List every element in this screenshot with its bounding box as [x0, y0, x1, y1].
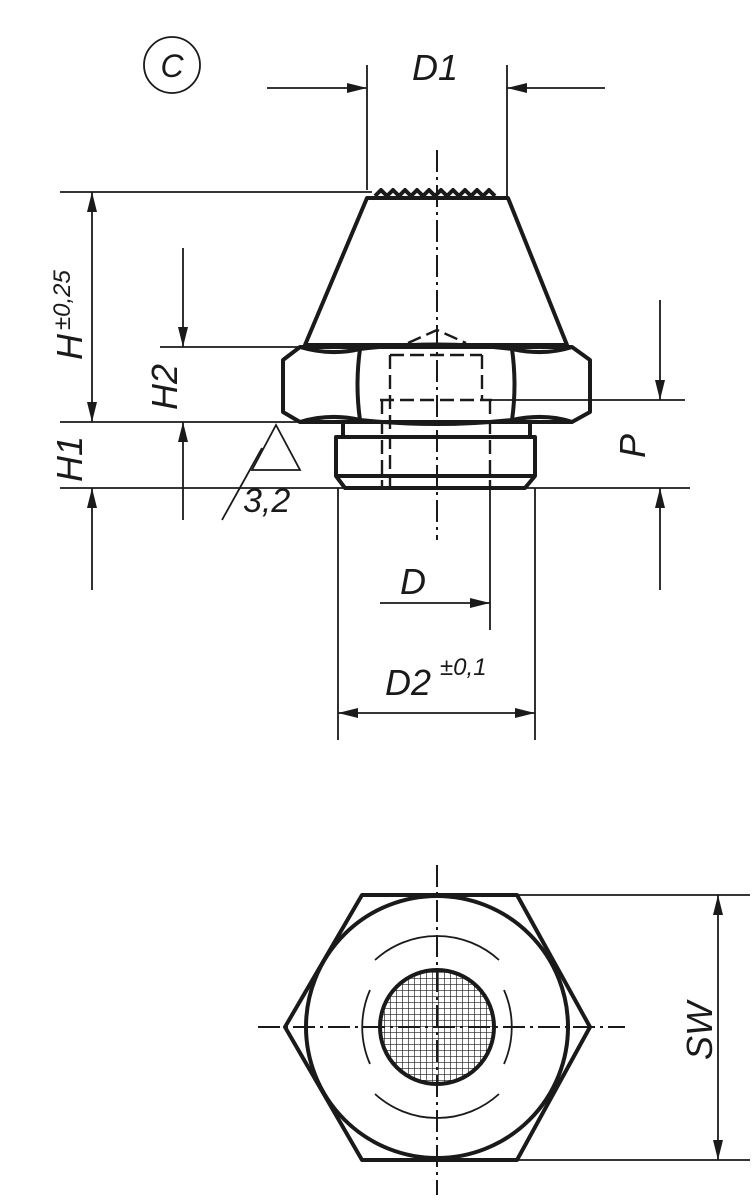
dimension-d1: D1	[267, 47, 605, 198]
dimension-p: P	[612, 300, 665, 590]
variant-badge: C	[143, 36, 201, 94]
dimension-h: H ±0,25	[49, 192, 97, 422]
dimension-d: D	[380, 488, 491, 630]
d-label: D	[400, 561, 426, 602]
d2-label: D2	[385, 662, 431, 703]
roughness-value: 3,2	[243, 482, 290, 520]
dimension-h1: H1	[49, 436, 97, 590]
thread-bore-hidden	[380, 398, 492, 488]
side-view	[281, 150, 592, 540]
h1-label: H1	[49, 436, 90, 482]
thread-shank	[334, 422, 537, 490]
filter-mesh	[378, 968, 496, 1086]
hex-faces	[299, 342, 573, 426]
knurled-contact-surface	[373, 188, 497, 198]
surface-roughness-symbol: 3,2	[221, 423, 302, 521]
sw-label: SW	[679, 999, 720, 1060]
hex-inscribed-circle	[304, 894, 570, 1160]
dimension-h2: H2	[144, 248, 188, 520]
h-tolerance-label: ±0,25	[49, 269, 76, 330]
h-label: H	[49, 333, 90, 360]
variant-label: C	[160, 48, 184, 84]
inner-bore-hidden	[388, 328, 484, 488]
dimension-d2: D2 ±0,1	[337, 488, 536, 740]
d2-tolerance-label: ±0,1	[440, 654, 487, 681]
d1-label: D1	[412, 47, 458, 88]
p-label: P	[612, 434, 653, 458]
top-view	[258, 865, 625, 1195]
thread-arcs	[361, 935, 513, 1119]
dimension-sw: SW	[517, 894, 750, 1161]
h2-label: H2	[144, 364, 185, 410]
